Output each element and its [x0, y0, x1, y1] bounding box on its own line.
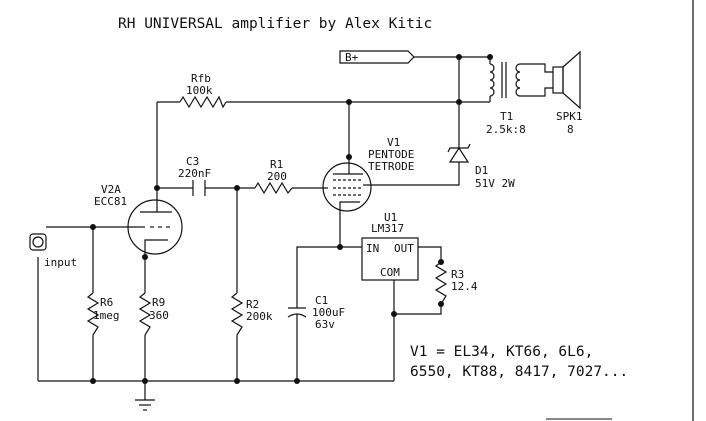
- ground-symbol: [135, 399, 155, 411]
- resistor-r1: R1 200: [254, 158, 293, 195]
- zener-diode-d1: D1 51V 2W: [447, 138, 515, 190]
- tube-note-line1: V1 = EL34, KT66, 6L6,: [410, 344, 593, 360]
- spk1-ref: SPK1: [556, 110, 583, 123]
- tube-v2a: V2A ECC81: [94, 183, 183, 255]
- c3-value: 220nF: [178, 167, 211, 180]
- c1-value: 100uF: [312, 306, 345, 319]
- t1-value: 2.5k:8: [486, 123, 526, 136]
- input-label: input: [44, 256, 77, 269]
- rfb-value: 100k: [186, 84, 213, 97]
- resistor-r2: R2 200k: [230, 292, 273, 336]
- b-plus-label: B+: [345, 51, 359, 64]
- transformer-t1: T1 2.5k:8: [486, 62, 526, 136]
- input-jack: input: [29, 233, 77, 269]
- spk1-value: 8: [567, 123, 574, 136]
- capacitor-c1: C1 100uF 63v: [287, 293, 345, 331]
- resistor-r9: R9 360: [138, 292, 169, 336]
- v1-ref: V1: [387, 136, 400, 149]
- r2-ref: R2: [246, 298, 259, 311]
- d1-ref: D1: [475, 164, 488, 177]
- u1-pin-out: OUT: [394, 242, 414, 255]
- c3-ref: C3: [186, 155, 199, 168]
- r6-ref: R6: [100, 296, 113, 309]
- r3-ref: R3: [451, 268, 464, 281]
- r1-value: 200: [267, 170, 287, 183]
- u1-value: LM317: [371, 222, 404, 235]
- b-plus-supply-tag: B+: [339, 50, 415, 64]
- c1-voltage: 63v: [315, 318, 335, 331]
- resistor-r6: R6 1meg: [86, 292, 120, 336]
- junction-dots: [90, 54, 493, 384]
- schematic-title: RH UNIVERSAL amplifier by Alex Kitic: [118, 16, 432, 32]
- r9-ref: R9: [152, 296, 165, 309]
- rfb-ref: Rfb: [191, 72, 211, 85]
- t1-ref: T1: [500, 110, 513, 123]
- u1-pin-in: IN: [366, 242, 379, 255]
- resistor-r3: R3 12.4: [434, 261, 478, 305]
- r1-ref: R1: [270, 158, 283, 171]
- r6-value: 1meg: [93, 309, 120, 322]
- r2-value: 200k: [246, 310, 273, 323]
- d1-value: 51V 2W: [475, 177, 515, 190]
- u1-pin-com: COM: [380, 266, 400, 279]
- resistor-rfb: Rfb 100k: [179, 72, 227, 109]
- speaker-spk1: SPK1 8: [552, 50, 583, 136]
- capacitor-c3: C3 220nF: [178, 155, 211, 196]
- regulator-u1: U1 LM317 IN OUT COM: [361, 211, 419, 281]
- v2a-ref: V2A: [101, 183, 121, 196]
- v1-line1: PENTODE: [368, 148, 414, 161]
- tube-v1: V1 PENTODE TETRODE: [322, 136, 414, 212]
- v1-line2: TETRODE: [368, 160, 414, 173]
- r3-value: 12.4: [451, 280, 478, 293]
- u1-ref: U1: [384, 211, 397, 224]
- c1-ref: C1: [315, 294, 328, 307]
- tube-note-line2: 6550, KT88, 8417, 7027...: [410, 364, 628, 380]
- v2a-value: ECC81: [94, 195, 127, 208]
- page-border: [546, 0, 694, 421]
- r9-value: 360: [149, 309, 169, 322]
